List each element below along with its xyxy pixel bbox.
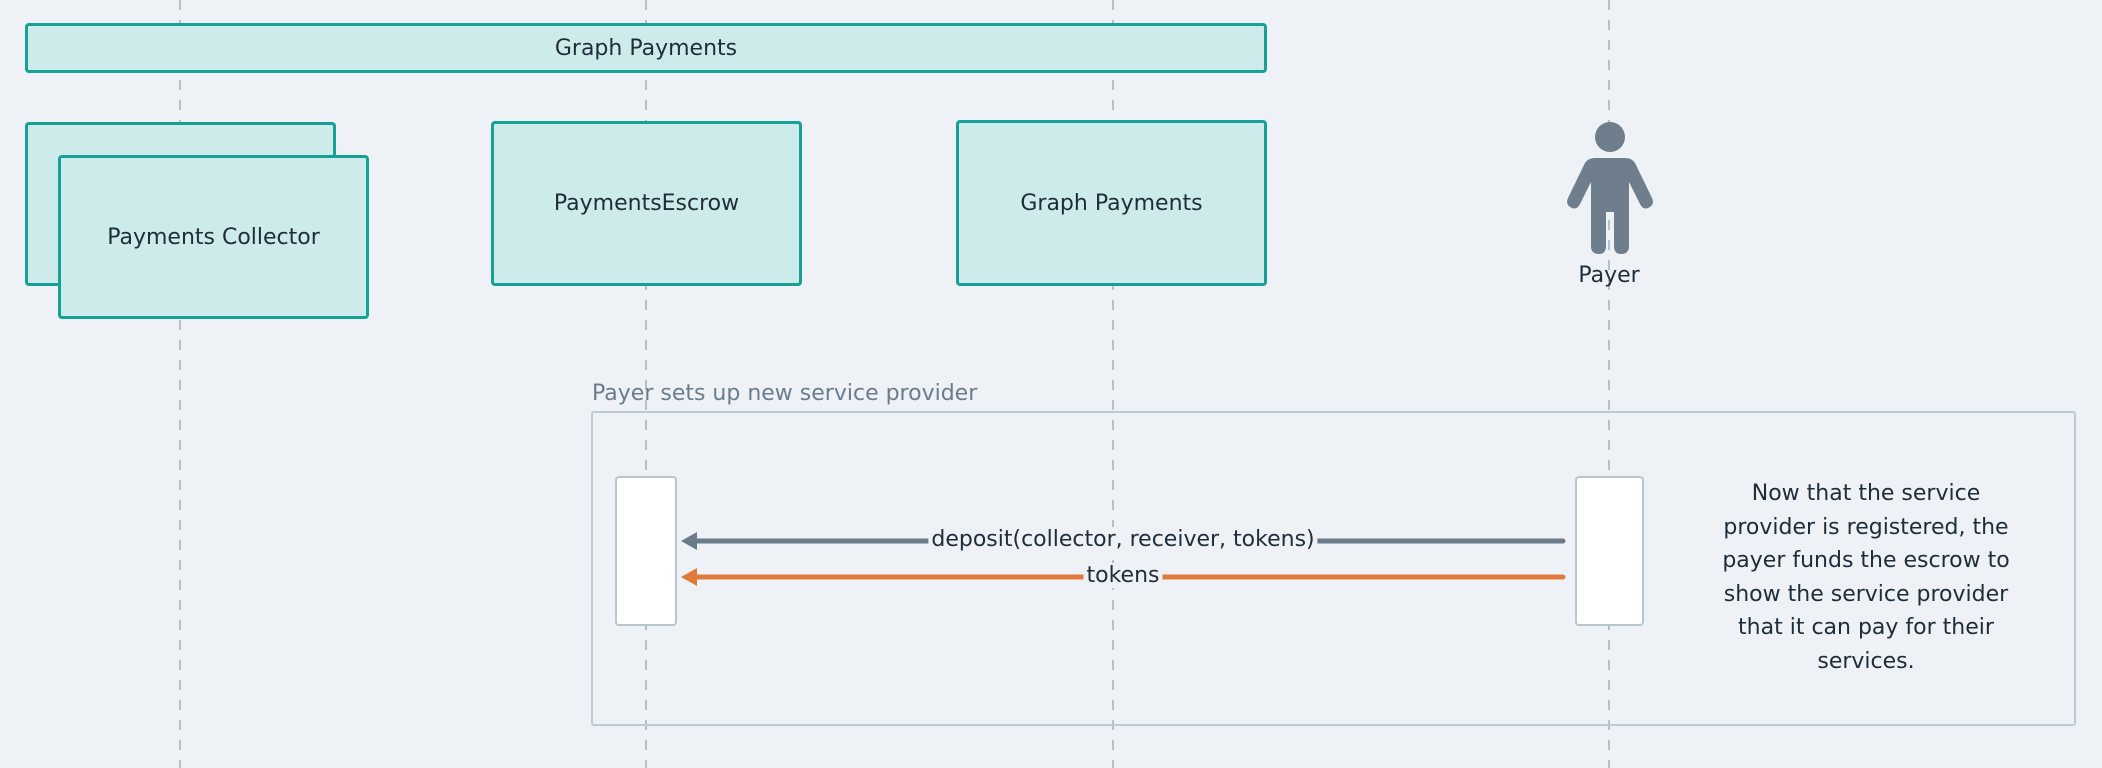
activation-payments-escrow — [615, 476, 677, 626]
participant-label: Payments Collector — [107, 224, 320, 250]
participant-label: PaymentsEscrow — [553, 191, 740, 216]
top-banner-label: Graph Payments — [554, 35, 738, 61]
participant-payments-collector: Payments Collector — [58, 155, 369, 319]
group-label: Payer sets up new service provider — [592, 381, 978, 406]
participant-payer-label: Payer — [1578, 263, 1640, 288]
message-tokens-label: tokens — [1083, 563, 1163, 588]
message-deposit-arrowhead — [681, 532, 697, 550]
activation-payer — [1575, 476, 1644, 626]
group-frame — [591, 411, 2076, 726]
note-text: Now that the service provider is registe… — [1722, 481, 2010, 674]
person-icon — [1567, 122, 1653, 254]
participant-graph-payments: Graph Payments — [956, 120, 1267, 286]
top-banner: Graph Payments — [25, 23, 1267, 73]
participant-label: Graph Payments — [1020, 190, 1203, 216]
participant-payments-escrow: PaymentsEscrow — [491, 121, 802, 286]
message-tokens-arrowhead — [681, 568, 697, 586]
message-deposit-label: deposit(collector, receiver, tokens) — [928, 527, 1318, 552]
